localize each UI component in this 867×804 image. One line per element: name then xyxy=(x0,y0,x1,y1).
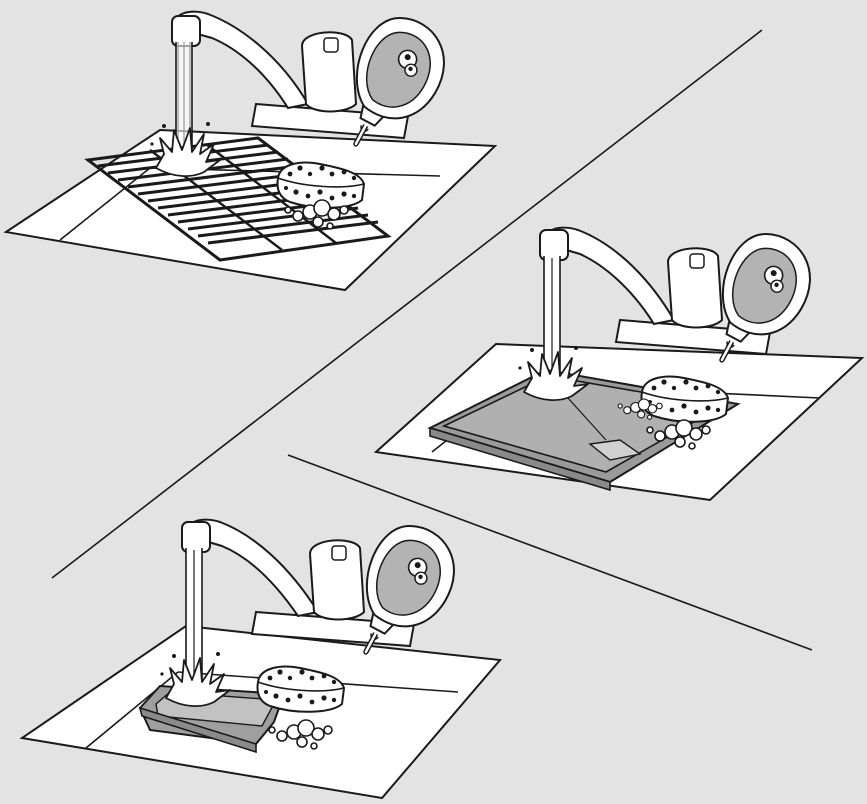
water-stream-icon xyxy=(175,42,193,152)
tap-base xyxy=(250,102,410,140)
panel-oven-tray xyxy=(373,219,865,502)
tap-icon xyxy=(181,518,366,621)
water-stream-icon xyxy=(543,256,561,376)
tap-icon xyxy=(539,226,724,329)
separator-line xyxy=(287,454,813,651)
panel-grill-rack xyxy=(3,3,498,292)
panel-roasting-pan xyxy=(19,511,502,800)
water-stream-icon xyxy=(185,548,203,684)
separator-line xyxy=(51,29,763,579)
tap-icon xyxy=(171,10,358,113)
